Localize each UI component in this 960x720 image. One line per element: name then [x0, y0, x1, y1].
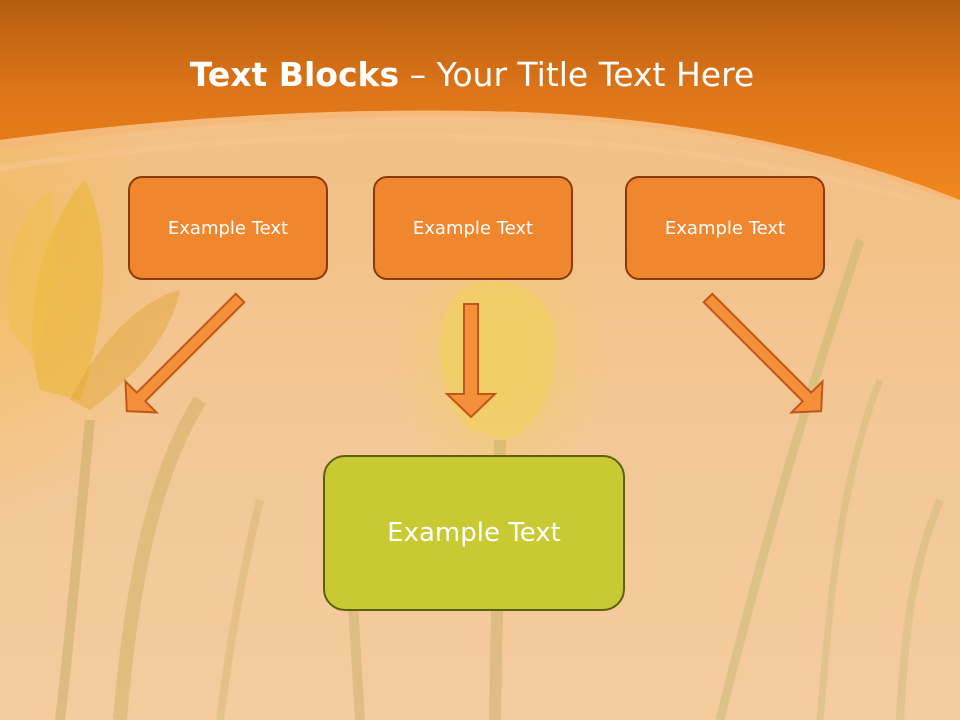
- top-text-box-3-label: Example Text: [664, 217, 786, 239]
- slide-title: Text Blocks – Your Title Text Here: [0, 52, 944, 98]
- bottom-text-box-label: Example Text: [387, 518, 561, 548]
- top-text-box-1-label: Example Text: [167, 217, 289, 239]
- top-text-box-2-label: Example Text: [412, 217, 534, 239]
- top-text-box-1[interactable]: Example Text: [128, 176, 328, 280]
- header-band: [0, 0, 960, 200]
- arrow-down-right-icon: [124, 292, 246, 414]
- arrow-down-left-icon: [702, 292, 824, 414]
- title-separator: –: [399, 55, 437, 94]
- top-text-box-3[interactable]: Example Text: [625, 176, 825, 280]
- top-text-box-2[interactable]: Example Text: [373, 176, 573, 280]
- title-bold-part: Text Blocks: [189, 55, 400, 94]
- arrow-down-icon: [444, 303, 498, 419]
- bottom-text-box[interactable]: Example Text: [323, 455, 625, 611]
- title-rest-part: Your Title Text Here: [436, 55, 755, 94]
